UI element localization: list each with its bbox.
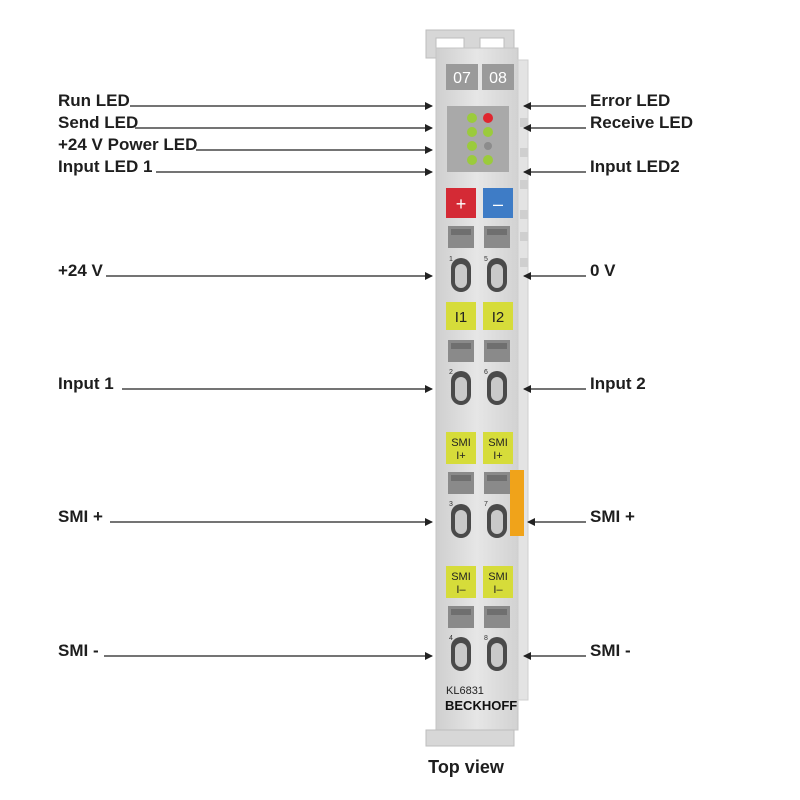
terminal-number-5: 5 [484, 256, 488, 263]
plus-sign: + [456, 194, 467, 214]
label-run-led: Run LED [58, 91, 130, 110]
error-led-icon [483, 113, 493, 123]
terminal-number-4: 4 [449, 635, 453, 642]
model-number: KL6831 [446, 685, 484, 697]
terminal-number-6: 6 [484, 369, 488, 376]
label-error-led: Error LED [590, 91, 671, 110]
smi-plus-bottom-left: I+ [456, 450, 465, 462]
minus-sign: – [493, 194, 503, 214]
label-input-led-1: Input LED 1 [58, 157, 153, 176]
brand-logo: BECKHOFF [445, 698, 517, 713]
orange-tab [510, 470, 524, 536]
smi-plus-top-right: SMI [488, 437, 508, 449]
label-input-1: Input 1 [58, 374, 114, 393]
terminal-pair-3: 3 7 [448, 472, 510, 538]
minus-label-box [483, 188, 513, 218]
smi-minus-bottom-right: I– [493, 584, 503, 596]
plus-label-box [446, 188, 476, 218]
terminal-number-8: 8 [484, 635, 488, 642]
label-input-led-2: Input LED2 [590, 157, 680, 176]
i1-label: I1 [455, 309, 468, 326]
smi-plus-label-box-right [483, 432, 513, 464]
label-zero-v: 0 V [590, 261, 616, 280]
smi-plus-label-box-left [446, 432, 476, 464]
i2-label-box [483, 302, 513, 330]
leader-lines [104, 102, 586, 660]
smi-plus-top-left: SMI [451, 437, 471, 449]
terminal-pair-4: 4 8 [448, 606, 510, 671]
led-window [447, 106, 509, 172]
send-led-icon [467, 127, 477, 137]
smi-minus-label-box-right [483, 566, 513, 598]
input-led-2-icon [483, 155, 493, 165]
smi-minus-top-left: SMI [451, 571, 471, 583]
led-array [467, 113, 493, 165]
label-send-led: Send LED [58, 113, 139, 132]
label-smi-minus-right: SMI - [590, 641, 631, 660]
terminal-pair-1: 1 5 [448, 226, 510, 292]
slot-number-right-box [482, 64, 514, 90]
label-plus-24v: +24 V [58, 261, 103, 280]
i2-label: I2 [492, 309, 505, 326]
label-smi-minus-left: SMI - [58, 641, 99, 660]
unused-led-icon [484, 142, 492, 150]
slot-number-right: 08 [489, 70, 507, 87]
label-receive-led: Receive LED [590, 113, 693, 132]
smi-plus-bottom-right: I+ [493, 450, 502, 462]
terminal-pair-2: 2 6 [448, 340, 510, 405]
side-rail [517, 59, 529, 701]
label-smi-plus-left: SMI + [58, 507, 103, 526]
receive-led-icon [483, 127, 493, 137]
run-led-icon [467, 113, 477, 123]
terminal-number-1: 1 [449, 256, 453, 263]
slot-number-left-box [446, 64, 478, 90]
terminal-number-3: 3 [449, 501, 453, 508]
smi-minus-top-right: SMI [488, 571, 508, 583]
power-led-icon [467, 141, 477, 151]
smi-minus-label-box-left [446, 566, 476, 598]
terminal-number-7: 7 [484, 501, 488, 508]
label-power-led: +24 V Power LED [58, 135, 198, 154]
smi-minus-bottom-left: I– [456, 584, 466, 596]
terminal-number-2: 2 [449, 369, 453, 376]
i1-label-box [446, 302, 476, 330]
bottom-clip [425, 729, 515, 747]
input-led-1-icon [467, 155, 477, 165]
side-contacts [520, 118, 528, 267]
label-input-2: Input 2 [590, 374, 646, 393]
label-smi-plus-right: SMI + [590, 507, 635, 526]
caption-top-view: Top view [428, 757, 504, 777]
slot-number-left: 07 [453, 70, 471, 87]
